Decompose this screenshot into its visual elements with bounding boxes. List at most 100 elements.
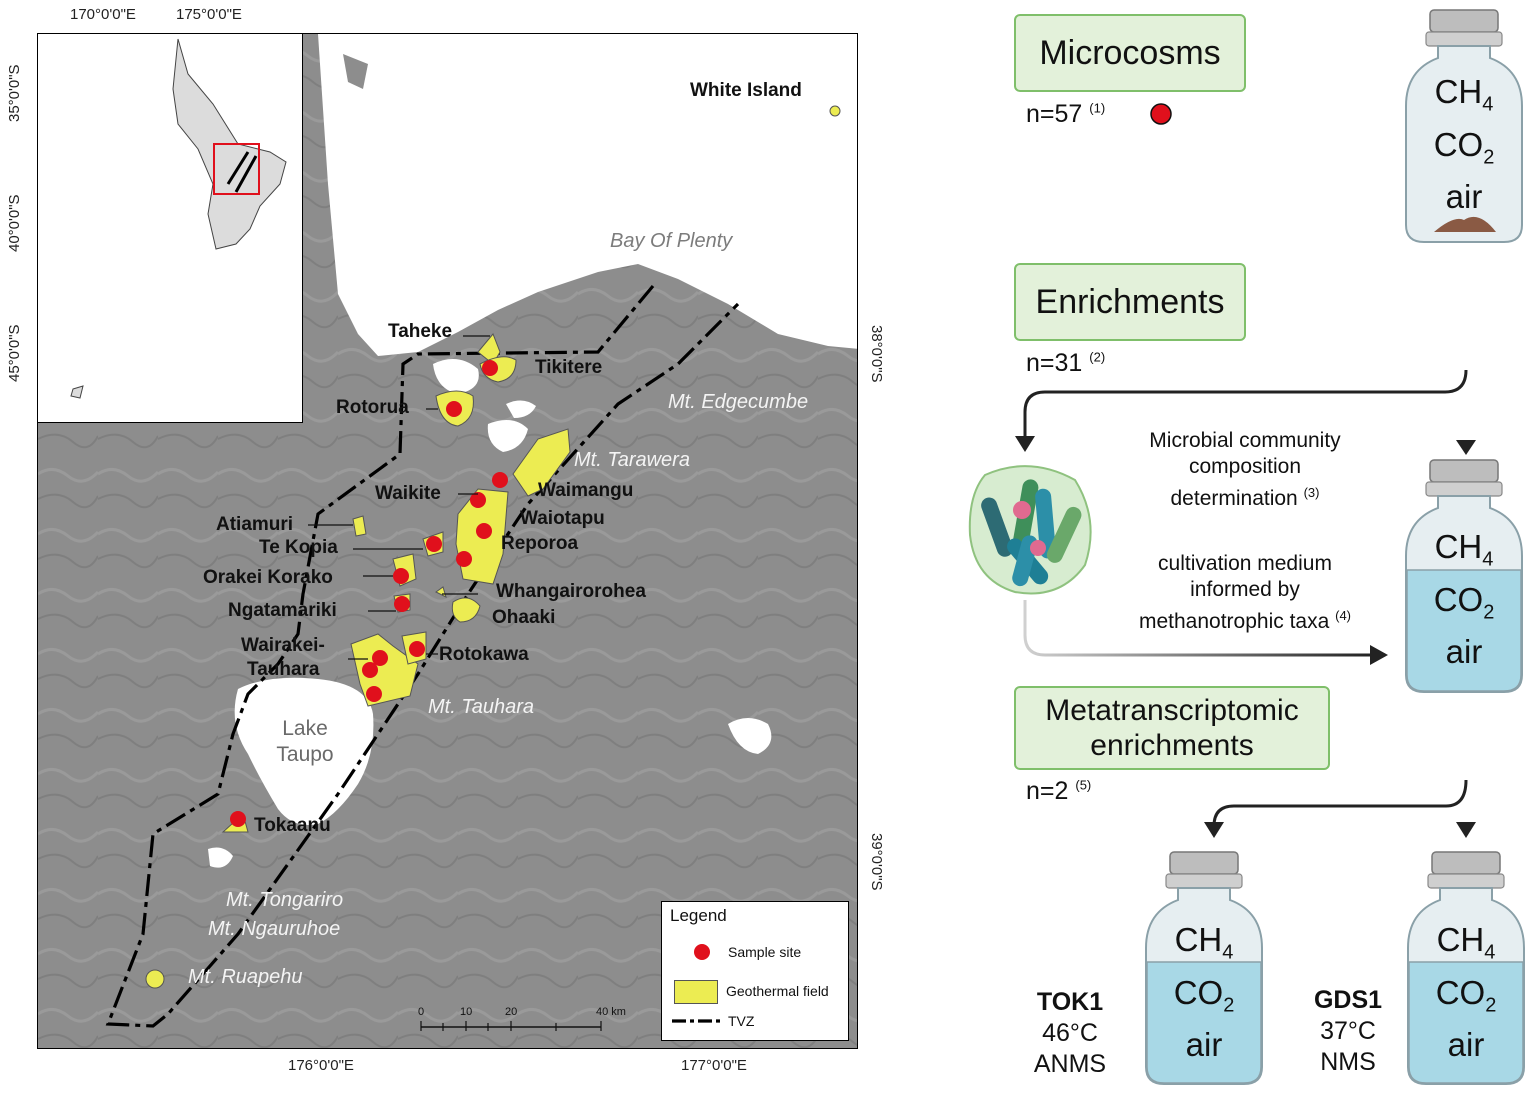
legend-sample-symbol — [694, 944, 710, 960]
field-wairakei — [350, 633, 419, 707]
bottle-microcosm — [1405, 9, 1523, 243]
bottle3-ch: CH — [1174, 921, 1223, 958]
inset-map — [37, 33, 303, 423]
lat-label-39: 39°0'0"S — [868, 833, 885, 891]
metatranscriptomic-box: Metatranscriptomic enrichments — [1014, 686, 1330, 770]
island — [343, 54, 368, 89]
enrichments-count: n=31 (2) — [1026, 349, 1105, 378]
bottle4-ch: CH — [1436, 921, 1485, 958]
lat-label-40: 40°0'0"S — [6, 194, 23, 252]
label-reporoa: Reporoa — [501, 533, 579, 554]
microbial-community-icon — [968, 465, 1092, 595]
bottle4-co: CO — [1435, 973, 1486, 1011]
label-tokaanu: Tokaanu — [254, 815, 331, 836]
label-atiamuri: Atiamuri — [216, 514, 294, 535]
medium-line3: methanotrophic taxa — [1138, 610, 1330, 633]
medium-line1: cultivation medium — [1158, 552, 1332, 575]
sea — [318, 34, 857, 356]
bottle1-co-sub: 2 — [1483, 146, 1495, 169]
microcosms-n: n=57 — [1026, 100, 1083, 128]
bottle-gds1 — [1407, 851, 1525, 1085]
label-tauhara: Tauhara — [247, 659, 320, 680]
label-orakei-korako: Orakei Korako — [203, 567, 333, 588]
legend-geothermal-label: Geothermal field — [726, 983, 829, 999]
legend-title: Legend — [670, 906, 727, 925]
sample-site — [482, 360, 498, 376]
community-ref: (3) — [1303, 485, 1320, 500]
lon-label-175: 175°0'0"E — [176, 6, 242, 23]
medium-line3-wrap: methanotrophic taxa (4) — [1115, 603, 1375, 635]
sample-site-marker — [1150, 103, 1172, 125]
enrichments-ref: (2) — [1089, 349, 1106, 365]
label-waiotapu: Waiotapu — [520, 508, 605, 529]
label-bay-of-plenty: Bay Of Plenty — [610, 230, 733, 252]
community-line2: composition — [1188, 455, 1302, 478]
bottle3-ch4: CH4 — [1154, 920, 1254, 973]
stewart-island — [70, 385, 84, 399]
lake-tarawera — [487, 420, 528, 452]
sample-site — [409, 641, 425, 657]
label-tikitere: Tikitere — [535, 357, 603, 378]
bottle1-co: CO — [1433, 125, 1484, 163]
bottle-tok1 — [1145, 851, 1263, 1085]
label-waikite: Waikite — [375, 483, 441, 504]
bottle4-co2: CO2 — [1416, 973, 1516, 1026]
label-ngatamariki: Ngatamariki — [228, 600, 337, 621]
sample-site — [426, 536, 442, 552]
label-mt-ngauruhoe: Mt. Ngauruhoe — [208, 918, 341, 940]
lake-label-line1: Lake — [282, 717, 328, 740]
community-description: Microbial community composition determin… — [1120, 428, 1370, 512]
arrow-community-to-medium — [1023, 600, 1388, 665]
gds1-name: GDS1 — [1313, 986, 1383, 1014]
sample-site — [470, 492, 486, 508]
microcosms-label: Microcosms — [1039, 33, 1221, 72]
microcosms-count: n=57 (1) — [1026, 100, 1105, 129]
field-white-island — [829, 105, 841, 117]
bottle1-co2: CO2 — [1414, 125, 1514, 178]
metatranscriptomic-label-1: Metatranscriptomic — [1045, 694, 1299, 727]
bottle1-ch4: CH4 — [1414, 72, 1514, 125]
arrow-microcosm-to-enrichment — [1456, 270, 1476, 455]
label-mt-tongariro: Mt. Tongariro — [226, 889, 344, 911]
sample-site — [372, 650, 388, 666]
bottle2-co2: CO2 — [1414, 580, 1514, 633]
label-rotorua: Rotorua — [336, 397, 409, 418]
inset-tvz — [226, 151, 258, 193]
medium-description: cultivation medium informed by methanotr… — [1115, 551, 1375, 635]
enrichments-label: Enrichments — [1035, 282, 1225, 321]
community-line3: determination — [1170, 487, 1298, 510]
lake-taupo — [234, 677, 374, 825]
medium-ref: (4) — [1335, 608, 1352, 623]
bottle4-ch-sub: 4 — [1484, 941, 1496, 964]
label-mt-tauhara: Mt. Tauhara — [428, 696, 534, 718]
lon-label-177: 177°0'0"E — [681, 1057, 747, 1074]
lon-label-170: 170°0'0"E — [70, 6, 136, 23]
bottle2-co: CO — [1433, 580, 1484, 618]
sample-site — [446, 401, 462, 417]
legend-sample-label: Sample site — [728, 944, 802, 960]
bottle2-gases: CH4 CO2 air — [1414, 527, 1514, 672]
scale-20: 20 — [505, 1006, 518, 1018]
scale-40km: 40 km — [596, 1006, 626, 1018]
sample-site — [366, 686, 382, 702]
bottle1-ch-sub: 4 — [1482, 93, 1494, 116]
gds1-conditions: GDS1 37°C NMS — [1298, 985, 1398, 1078]
lake-rotomahana — [506, 400, 536, 418]
bottle1-gases: CH4 CO2 air — [1414, 72, 1514, 217]
lat-label-35: 35°0'0"S — [6, 64, 23, 122]
sample-sites — [230, 360, 508, 827]
field-waimangu — [512, 428, 571, 497]
legend-geothermal-symbol — [674, 980, 718, 1004]
scale-bar — [420, 1021, 602, 1031]
bottle3-co2: CO2 — [1154, 973, 1254, 1026]
bottle3-air: air — [1185, 1026, 1223, 1064]
label-white-island: White Island — [690, 80, 802, 101]
microcosms-box: Microcosms — [1014, 14, 1246, 92]
label-wairakei: Wairakei- — [241, 635, 325, 656]
bottle4-ch4: CH4 — [1416, 920, 1516, 973]
inset-canvas — [38, 34, 287, 399]
community-line3-wrap: determination (3) — [1120, 480, 1370, 512]
lake-small — [208, 847, 233, 868]
bottle2-ch-sub: 4 — [1482, 548, 1494, 571]
label-whangairorohea: Whangairorohea — [496, 581, 646, 602]
